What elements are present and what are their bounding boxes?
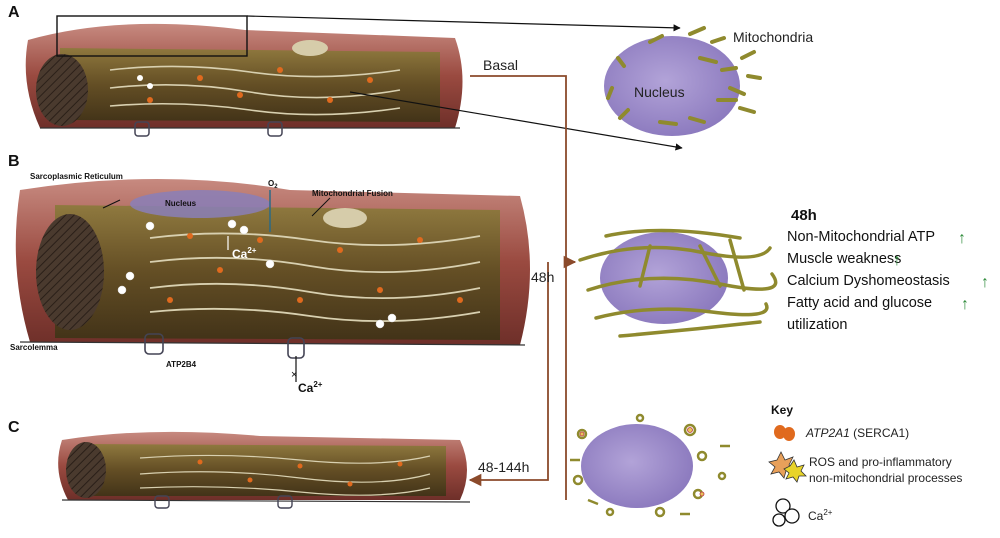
key-ca-main: Ca [808,509,824,523]
key-serca-icon [774,425,795,441]
zoom-box [56,15,248,57]
label-nucleus-b: Nucleus [165,199,197,208]
sarcolemma-line-b [19,341,526,346]
label-o2-main: O [268,179,274,188]
label-mitochondria: Mitochondria [733,29,813,45]
effect-item-text: utilization [787,317,847,333]
zoom-arrow-bottom [349,91,683,151]
channel-a1 [134,121,150,137]
effect-item-text: Calcium Dyshomeostasis [787,273,950,289]
key-legend: Key ATP2A1 (SERCA1) ROS and pro-inflamma… [768,403,962,527]
key-ros-line2: non-mitochondrial processes [809,471,962,485]
effect-up-arrow: ↑ [961,296,969,313]
nucleus-b-shape [130,190,270,218]
key-ca-sup: 2+ [823,508,832,517]
sr-leader-line [102,199,121,209]
fiber-cross-section-a [36,54,88,126]
channel-c2 [277,495,293,509]
sr-network-a [109,65,401,116]
channel-a2 [267,121,283,137]
effects-list: 48h Non-Mitochondrial ATP↑Muscle weaknes… [787,207,989,333]
fiber-cross-section-c [66,442,106,498]
atp2b4-channel [144,333,164,355]
fusion-leader-line [311,197,331,217]
label-o2-sub: 2 [274,184,278,190]
timeline-arrow-144h [468,262,549,487]
label-ca-inner: Ca2+ [232,246,257,261]
label-nucleus-a: Nucleus [634,84,685,100]
key-ros-line1: ROS and pro-inflammatory [809,455,952,469]
mitochondrion-b [323,208,367,228]
timeline-basal: Basal [483,57,518,73]
effect-up-arrow: ↑ [981,274,989,291]
effect-up-arrow: ↑ [958,230,966,247]
serca-dots-a [147,67,373,103]
timeline-trunk [470,75,567,500]
label-ca-inner-main: Ca [232,247,248,261]
panel-c: C [8,413,730,518]
mitochondria-network-a [606,26,762,126]
label-atp2b4: ATP2B4 [166,360,197,369]
ca-efflux-block: × [291,369,297,381]
effect-item-text: Non-Mitochondrial ATP [787,229,935,245]
ca-dots-b [117,219,397,329]
panel-b: B × Sarcoplasmic Reticulu [8,153,778,395]
key-title: Key [771,403,793,417]
myofibril-c [84,444,446,496]
label-sarcolemma: Sarcolemma [10,343,58,352]
label-ca-bottom: Ca2+ [298,380,323,395]
label-ca-bottom-main: Ca [298,381,314,395]
label-ca-bottom-sup: 2+ [313,380,322,389]
key-ca-label: Ca2+ [808,508,833,523]
effect-up-arrow: ↑ [893,252,901,269]
timeline: Basal 48h 48-144h [468,57,577,500]
key-serca-italic: ATP2A1 [805,426,850,440]
key-serca-paren: (SERCA1) [853,426,909,440]
ca-dots-a [137,75,153,89]
effect-item-text: Fatty acid and glucose [787,295,932,311]
fragmented-mitochondria [570,413,730,518]
label-o2: O2 [268,179,278,190]
sr-network-b [149,232,481,323]
nucleus-144h [581,424,693,508]
serca-dots-c [197,459,403,487]
panel-a: A Mitoch [8,4,813,151]
ros-marks-c [579,427,705,497]
channel-c1 [154,495,170,509]
timeline-48h: 48h [531,269,554,285]
label-mitochondrial-fusion: Mitochondrial Fusion [312,189,393,198]
mitochondria-network-48h [578,228,778,338]
panel-c-letter: C [8,419,20,436]
label-ca-inner-sup: 2+ [247,246,256,255]
timeline-48-144h: 48-144h [478,459,529,475]
label-sarcoplasmic-reticulum: Sarcoplasmic Reticulum [30,172,123,181]
panel-a-letter: A [8,4,20,21]
panel-b-letter: B [8,153,20,170]
fiber-cross-section-b [36,214,104,330]
serca-dots-b [167,233,463,303]
myofibril-b [55,205,500,340]
sarcolemma-line-c [61,499,471,503]
key-ca-icon [772,498,800,527]
effect-item-text: Muscle weakness [787,251,901,267]
key-ros-icon [768,451,807,483]
sr-network-c [139,454,431,496]
effects-title: 48h [791,207,817,224]
key-serca-label: ATP2A1 (SERCA1) [805,426,909,440]
zoom-arrow-top [246,15,681,32]
mitochondrion-a [292,40,328,56]
